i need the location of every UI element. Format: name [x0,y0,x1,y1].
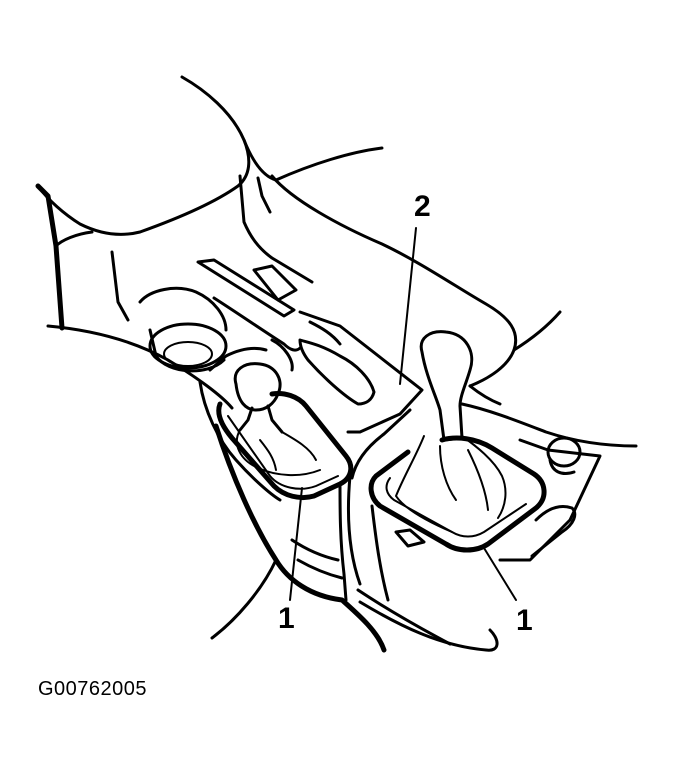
armrest-lid [36,75,384,236]
callout-2: 2 [414,190,431,223]
leader-lines [289,227,517,601]
lower-left-console [210,423,387,653]
leader-line-2 [399,227,417,385]
figure-id: G00762005 [38,678,148,700]
center-slot [196,174,314,352]
callout-1-left: 1 [278,602,295,635]
left-shifter-boot [198,346,354,502]
leader-line-1-right [483,547,517,601]
right-console-panel [356,310,638,652]
callout-1-right: 1 [516,604,533,637]
right-shifter-boot [346,330,547,586]
console-plate [270,174,518,434]
cup-holder [138,286,228,373]
leader-line-1-left [289,487,303,601]
left-side-panel [35,183,234,410]
